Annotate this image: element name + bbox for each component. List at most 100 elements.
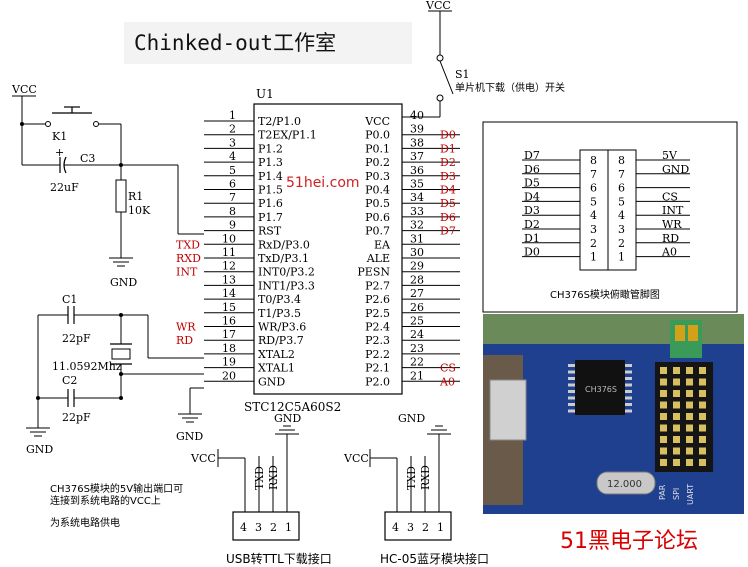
- page-title: Chinked-out工作室: [134, 31, 336, 55]
- pin-label-10: RxD/P3.0: [258, 238, 310, 251]
- pin-number-18: 18: [222, 342, 236, 355]
- watermark: 51hei.com: [286, 175, 360, 191]
- ch376-left-num-3: 5: [590, 195, 597, 208]
- net-label-d5: D5: [440, 197, 456, 210]
- reset-res-value: 10K: [128, 204, 151, 217]
- reset-cap-ref: C3: [80, 152, 95, 165]
- pin-number-12: 12: [222, 260, 236, 273]
- pin-number-33: 33: [410, 205, 424, 218]
- ch376-right-num-5: 3: [618, 223, 625, 236]
- pin-number-5: 5: [229, 164, 236, 177]
- net-label-txd: TXD: [176, 238, 200, 251]
- ch376-left-net-5: D2: [524, 218, 540, 231]
- crystal-gnd-label: GND: [26, 443, 53, 456]
- pin-number-4: 4: [229, 150, 236, 163]
- pin-label-11: TxD/P3.1: [258, 252, 309, 265]
- ch376-left-net-4: D3: [524, 204, 540, 217]
- pin-number-31: 31: [410, 232, 424, 245]
- pin-label-31: EA: [374, 238, 391, 251]
- pin-label-17: RD/P3.7: [258, 334, 304, 347]
- pin-label-18: XTAL2: [258, 348, 295, 361]
- pin-number-19: 19: [222, 356, 236, 369]
- pin-number-37: 37: [410, 150, 424, 163]
- pin-label-16: WR/P3.6: [258, 321, 306, 334]
- pin-number-20: 20: [222, 369, 236, 382]
- pin-label-9: RST: [258, 225, 282, 238]
- chip-gnd-label: GND: [176, 430, 203, 443]
- net-label-cs: CS: [440, 362, 456, 375]
- pin-label-15: T1/P3.5: [258, 307, 301, 320]
- pin-number-34: 34: [410, 191, 424, 204]
- hc05-label: HC-05蓝牙模块接口: [380, 551, 489, 566]
- pin-label-8: P1.7: [258, 211, 283, 224]
- ch376-right-num-0: 8: [618, 154, 625, 167]
- usb-pin-3: 3: [255, 521, 262, 534]
- pin-label-2: T2EX/P1.1: [258, 129, 317, 142]
- crystal-frequency: 11.0592Mhz: [52, 360, 122, 373]
- chip-part: STC12C5A60S2: [244, 400, 341, 414]
- pin-label-32: P0.7: [365, 225, 390, 238]
- usb-pin-2: 2: [270, 521, 277, 534]
- vcc-top-label: VCC: [425, 0, 451, 12]
- pin-number-8: 8: [229, 205, 236, 218]
- pin-label-20: GND: [258, 375, 285, 388]
- pin-label-7: P1.6: [258, 197, 283, 210]
- pin-number-1: 1: [229, 109, 236, 122]
- pin-label-34: P0.5: [365, 197, 390, 210]
- ch376-left-num-7: 1: [590, 251, 597, 264]
- pin-label-40: VCC: [364, 115, 390, 128]
- pin-label-27: P2.6: [365, 293, 390, 306]
- ch376-right-net-4: INT: [662, 204, 684, 217]
- pin-label-3: P1.2: [258, 142, 283, 155]
- net-label-wr: WR: [176, 321, 196, 334]
- ch376-caption: CH376S模块俯瞰管脚图: [550, 288, 660, 301]
- reset-vcc-label: VCC: [11, 83, 37, 96]
- pin-label-33: P0.6: [365, 211, 390, 224]
- pin-number-11: 11: [222, 246, 236, 259]
- crystal-c1-ref: C1: [62, 293, 77, 306]
- reset-res-ref: R1: [128, 190, 143, 203]
- pin-number-6: 6: [229, 178, 236, 191]
- ch376-left-num-6: 2: [590, 237, 597, 250]
- usb-pin-1: 1: [285, 521, 292, 534]
- net-label-a0: A0: [439, 375, 455, 388]
- net-label-d4: D4: [440, 184, 456, 197]
- pin-label-35: P0.4: [365, 184, 390, 197]
- usb-net-rxd: RXD: [267, 465, 280, 490]
- hc05-net-rxd: RXD: [419, 465, 432, 490]
- usb-connector: VCC TXD RXD GND 4 3 2 1 USB转TTL下载接口: [190, 412, 332, 566]
- net-label-d7: D7: [440, 225, 456, 238]
- pcb-crystal-label: 12.000: [607, 479, 642, 490]
- pin-number-22: 22: [410, 356, 424, 369]
- hc05-pin-1: 1: [437, 521, 444, 534]
- pin-number-21: 21: [410, 369, 424, 382]
- ch376-right-net-0: 5V: [662, 149, 678, 162]
- hc05-gnd-label: GND: [398, 412, 425, 425]
- usb-label: USB转TTL下载接口: [226, 551, 332, 566]
- chip-ground: GND: [176, 387, 204, 443]
- crystal-circuit: C1 22pF 11.0592Mhz C2 22pF GND: [26, 293, 204, 456]
- pin-label-6: P1.5: [258, 184, 283, 197]
- pin-number-25: 25: [410, 315, 424, 328]
- power-note: CH376S模块的5V输出端口可 连接到系统电路的VCC上 为系统电路供电: [50, 482, 183, 529]
- ch376-right-net-7: A0: [661, 246, 677, 259]
- pin-number-24: 24: [410, 328, 424, 341]
- pin-label-12: INT0/P3.2: [258, 266, 315, 279]
- pin-number-17: 17: [222, 328, 236, 341]
- ch376-left-num-0: 8: [590, 154, 597, 167]
- note-line-3: 为系统电路供电: [50, 516, 120, 529]
- hc05-net-txd: TXD: [405, 466, 418, 490]
- pin-label-39: P0.0: [365, 129, 390, 142]
- pin-label-23: P2.2: [365, 348, 390, 361]
- ch376-left-num-1: 7: [590, 168, 597, 181]
- pin-label-21: P2.0: [365, 375, 390, 388]
- ch376-left-net-1: D6: [524, 163, 540, 176]
- pin-label-1: T2/P1.0: [258, 115, 301, 128]
- net-label-d1: D1: [440, 142, 456, 155]
- pin-number-32: 32: [410, 219, 424, 232]
- pin-label-37: P0.2: [365, 156, 390, 169]
- ch376-left-num-5: 3: [590, 223, 597, 236]
- svg-text:+: +: [55, 146, 64, 159]
- hc05-pin-2: 2: [422, 521, 429, 534]
